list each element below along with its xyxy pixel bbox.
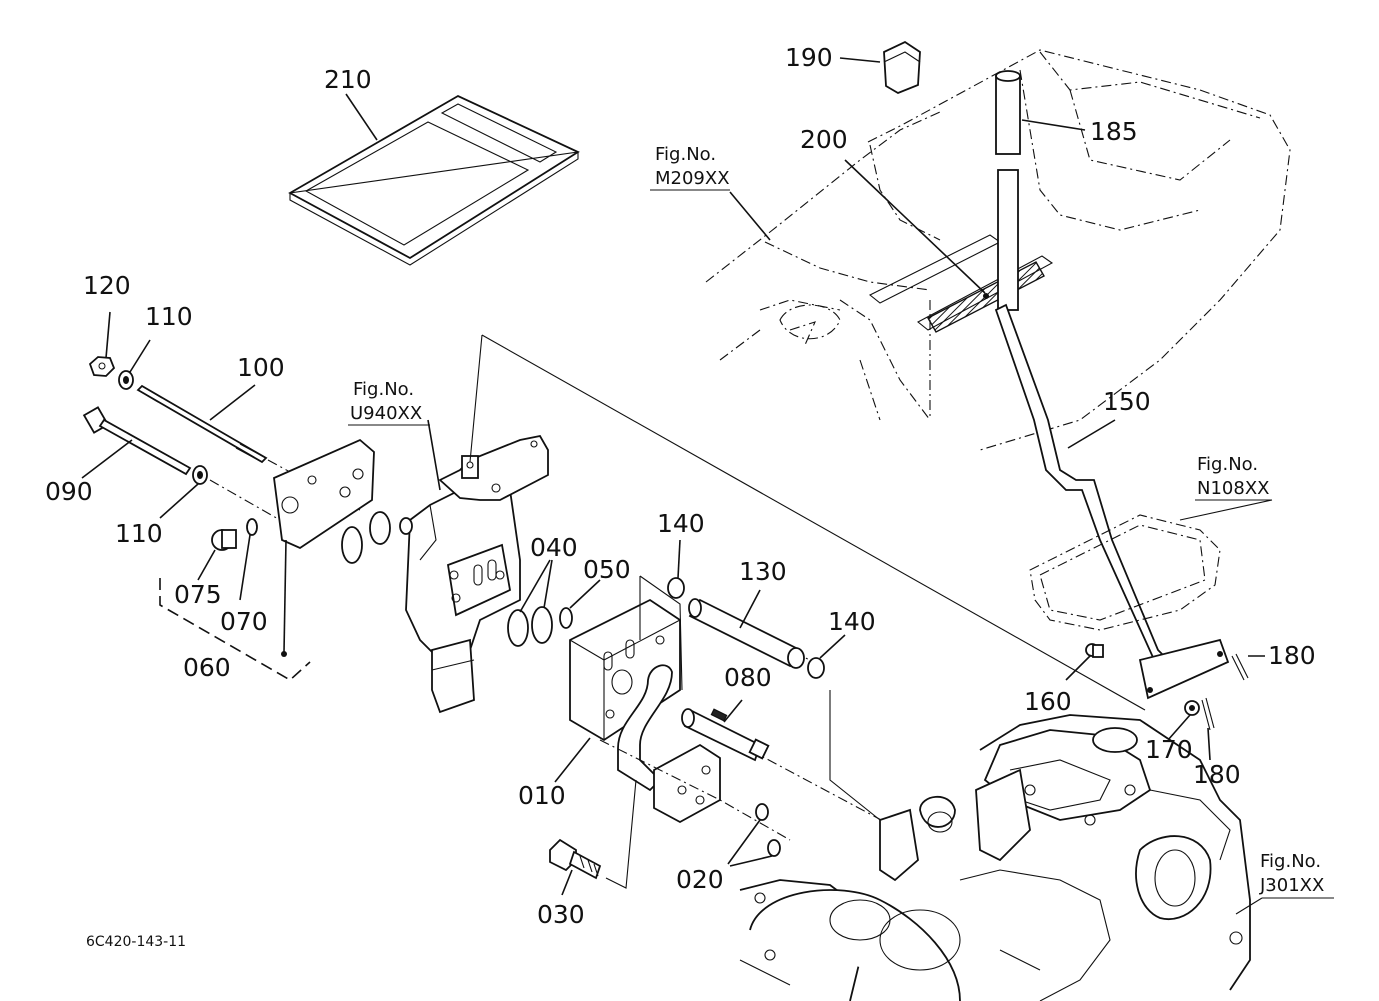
- o-ring-050: [559, 579, 601, 629]
- o-rings-020: [727, 803, 781, 867]
- label-040: 040: [530, 533, 578, 562]
- o-ring-070: [239, 518, 258, 601]
- washer-110-bottom: [159, 465, 208, 519]
- stud-100: [136, 384, 268, 464]
- banjo-bolt-030: [549, 838, 602, 896]
- label-170: 170: [1145, 735, 1193, 764]
- fig-ref-m209-title: Fig.No.: [655, 144, 716, 165]
- label-140-top: 140: [657, 509, 705, 538]
- adapter-block: [554, 598, 721, 824]
- label-090: 090: [45, 477, 93, 506]
- label-030: 030: [537, 900, 585, 929]
- figure-reference-labels: Fig.No. M209XX Fig.No. U940XX Fig.No. N1…: [350, 144, 1324, 896]
- label-190: 190: [785, 43, 833, 72]
- label-210: 210: [324, 65, 372, 94]
- o-ring-140-top: [667, 539, 685, 599]
- lever-sleeve: [995, 70, 1086, 155]
- washer-170: [1167, 700, 1200, 741]
- fig-ref-n108-title: Fig.No.: [1197, 454, 1258, 475]
- label-150: 150: [1103, 387, 1151, 416]
- fig-ref-u940-code: U940XX: [350, 403, 422, 424]
- plug-075: [197, 529, 237, 581]
- o-rings-valve-side: [341, 511, 413, 564]
- part-labels: 190 185 200 210 120 110 100 090 110 075 …: [45, 43, 1316, 929]
- nut-120: [88, 311, 116, 377]
- fig-ref-u940-title: Fig.No.: [353, 379, 414, 400]
- label-050: 050: [583, 555, 631, 584]
- label-200: 200: [800, 125, 848, 154]
- label-060: 060: [183, 653, 231, 682]
- label-130: 130: [739, 557, 787, 586]
- fig-ref-n108-code: N108XX: [1197, 478, 1269, 499]
- control-lever: [994, 169, 1230, 700]
- pipe-080: [681, 699, 770, 762]
- fig-ref-m209-code: M209XX: [655, 168, 730, 189]
- label-180-right: 180: [1268, 641, 1316, 670]
- label-080: 080: [724, 663, 772, 692]
- washer-110-top: [118, 339, 151, 390]
- o-ring-040: [507, 559, 553, 647]
- bracket-060: [159, 578, 311, 681]
- fig-ref-j301-title: Fig.No.: [1260, 851, 1321, 872]
- label-160: 160: [1024, 687, 1072, 716]
- label-070: 070: [220, 607, 268, 636]
- label-075: 075: [174, 580, 222, 609]
- control-valve: [348, 334, 1146, 714]
- pedal-pad-outline: [1029, 499, 1273, 631]
- label-110-bottom: 110: [115, 519, 163, 548]
- label-110-top: 110: [145, 302, 193, 331]
- label-100: 100: [237, 353, 285, 382]
- o-ring-140-bottom: [807, 634, 846, 679]
- fig-ref-j301-code: J301XX: [1259, 875, 1324, 896]
- label-180-bottom: 180: [1193, 760, 1241, 789]
- drawing-code: 6C420-143-11: [86, 934, 186, 950]
- pin-160: [1065, 643, 1104, 681]
- manual-booklet: [288, 93, 580, 266]
- transmission-case: [739, 714, 1334, 1001]
- cotter-pin-180: [1201, 653, 1265, 761]
- lever-knob: [839, 40, 921, 94]
- end-plate: [273, 438, 375, 657]
- label-010: 010: [518, 781, 566, 810]
- pipe-130: [688, 589, 805, 669]
- label-120: 120: [83, 271, 131, 300]
- label-140-bottom: 140: [828, 607, 876, 636]
- label-185: 185: [1090, 117, 1138, 146]
- figure-ref-lines: [650, 189, 1272, 501]
- label-020: 020: [676, 865, 724, 894]
- bolt-090: [81, 406, 192, 479]
